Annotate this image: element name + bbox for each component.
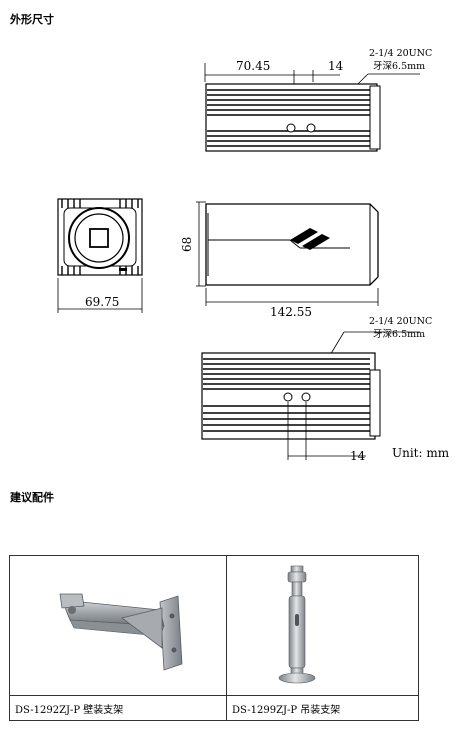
unit-label: Unit: mm bbox=[392, 446, 450, 460]
dim-side-length: 142.55 bbox=[270, 305, 312, 319]
top-thread-depth: 牙深6.5mm bbox=[373, 61, 425, 72]
dim-top-offset: 14 bbox=[328, 59, 344, 73]
wall-mount-caption: DS-1292ZJ-P 壁装支架 bbox=[9, 695, 227, 721]
dimensions-title: 外形尺寸 bbox=[10, 13, 54, 26]
bottom-thread-spec: 2-1/4 20UNC bbox=[369, 316, 432, 327]
ceiling-mount-bracket-icon bbox=[278, 565, 316, 684]
top-thread-spec: 2-1/4 20UNC bbox=[369, 48, 432, 59]
ceiling-mount-caption: DS-1299ZJ-P 吊装支架 bbox=[226, 695, 419, 721]
bottom-thread-depth: 牙深6.5mm bbox=[373, 329, 425, 340]
wall-mount-bracket-icon bbox=[59, 593, 183, 671]
front-view bbox=[57, 198, 143, 313]
dim-height: 68 bbox=[180, 237, 194, 252]
ceiling-mount-image-cell bbox=[226, 555, 419, 696]
dimension-drawing: 70.45 14 2-1/4 20UNC 牙深6.5mm bbox=[57, 48, 450, 463]
accessories-table: DS-1292ZJ-P 壁装支架 DS-1299ZJ-P 吊装支架 bbox=[9, 555, 419, 721]
side-view bbox=[196, 201, 379, 306]
top-view bbox=[204, 63, 420, 152]
dim-bottom-offset: 14 bbox=[350, 449, 366, 463]
dim-top-length: 70.45 bbox=[236, 59, 270, 73]
wall-mount-image-cell bbox=[9, 555, 227, 696]
dim-front-width: 69.75 bbox=[85, 295, 119, 309]
bottom-view bbox=[201, 331, 420, 460]
accessories-title: 建议配件 bbox=[10, 491, 54, 504]
